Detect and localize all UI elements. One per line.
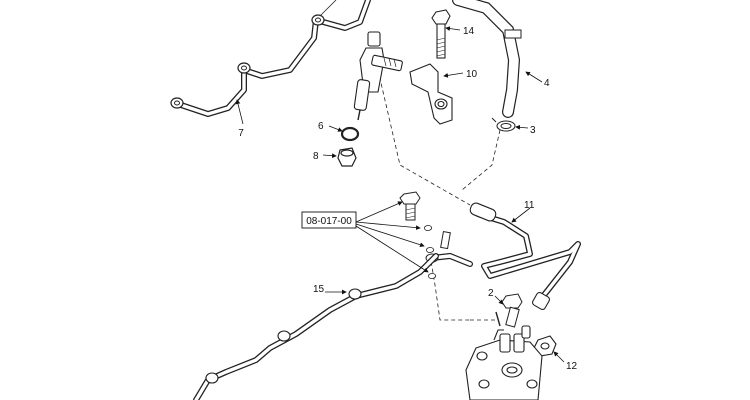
callout-3: 3 — [530, 125, 536, 136]
callout-4: 4 — [544, 78, 550, 89]
seal-washer-8 — [337, 147, 357, 167]
leak-off-hose-4 — [452, 0, 522, 118]
o-ring-6 — [340, 126, 360, 142]
injection-pump — [465, 325, 543, 400]
callout-15: 15 — [313, 284, 325, 295]
reference-label: 08-017-00 — [306, 216, 352, 227]
injection-pipe-11 — [469, 202, 581, 311]
banjo-bolt-group — [399, 191, 451, 279]
callout-7: 7 — [238, 128, 244, 139]
hose-clip-3 — [491, 117, 516, 132]
leader-lines — [235, 26, 565, 363]
callout-11: 11 — [524, 200, 535, 211]
bolt-2 — [495, 293, 523, 328]
reference-box: 08-017-00 — [301, 211, 357, 229]
fuel-pipe-15 — [193, 253, 439, 400]
assembly-guide-lines — [377, 69, 501, 321]
callout-10: 10 — [466, 69, 478, 80]
injection-pipe-7 — [170, 0, 371, 117]
callout-6: 6 — [318, 121, 324, 132]
callout-12: 12 — [566, 361, 578, 372]
callout-2: 2 — [488, 288, 494, 299]
bolt-14 — [431, 9, 451, 59]
callout-14: 14 — [463, 26, 475, 37]
injection-nozzle — [353, 31, 403, 121]
callout-numbers: 7 14 10 4 3 6 8 11 15 2 12 — [238, 26, 577, 372]
nozzle-clamp-10 — [409, 63, 453, 125]
callout-8: 8 — [313, 151, 319, 162]
